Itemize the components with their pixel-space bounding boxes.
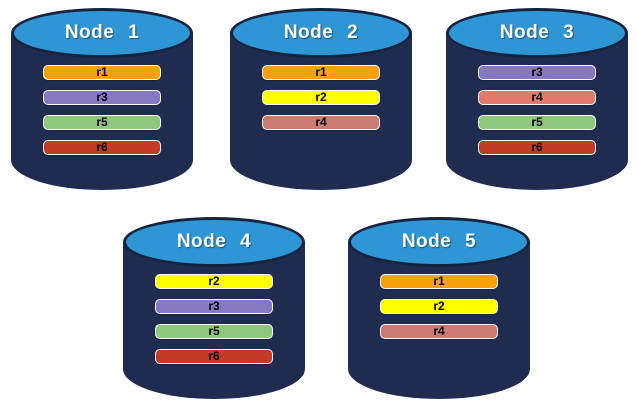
replica-bar: r2 <box>155 274 273 289</box>
cylinder-top: Node 3 <box>446 8 628 58</box>
replica-label: r3 <box>208 299 220 313</box>
node-cylinder: Node 5 r1 r2 r4 <box>348 217 530 399</box>
replica-bar: r3 <box>478 65 596 80</box>
cylinder-top: Node 5 <box>348 217 530 267</box>
node-label: Node 1 <box>64 22 140 43</box>
replica-bar: r6 <box>43 140 161 155</box>
replica-label: r6 <box>531 140 543 154</box>
replica-label: r4 <box>433 324 445 338</box>
replica-label: r1 <box>315 65 327 79</box>
cylinder-top: Node 4 <box>123 217 305 267</box>
replica-list: r1 r2 r4 <box>380 274 498 349</box>
replica-label: r2 <box>208 274 220 288</box>
replica-bar: r5 <box>43 115 161 130</box>
replica-bar: r3 <box>155 299 273 314</box>
cylinder-body <box>230 33 412 190</box>
replica-list: r3 r4 r5 r6 <box>478 65 596 165</box>
cylinder-body <box>11 33 193 190</box>
node-label: Node 5 <box>401 231 477 252</box>
replica-bar: r2 <box>380 299 498 314</box>
replica-bar: r1 <box>380 274 498 289</box>
replica-label: r1 <box>96 65 108 79</box>
replica-bar: r4 <box>478 90 596 105</box>
replica-label: r4 <box>531 90 543 104</box>
cylinder-top: Node 2 <box>230 8 412 58</box>
cylinder-body <box>348 242 530 399</box>
replica-list: r1 r2 r4 <box>262 65 380 140</box>
node-cylinder: Node 4 r2 r3 r5 r6 <box>123 217 305 399</box>
replica-label: r3 <box>96 90 108 104</box>
replica-bar: r3 <box>43 90 161 105</box>
replica-bar: r1 <box>43 65 161 80</box>
replica-label: r5 <box>208 324 220 338</box>
replica-list: r2 r3 r5 r6 <box>155 274 273 374</box>
cylinder-body <box>123 242 305 399</box>
replica-label: r6 <box>208 349 220 363</box>
replica-label: r6 <box>96 140 108 154</box>
replica-label: r5 <box>96 115 108 129</box>
replica-bar: r1 <box>262 65 380 80</box>
replica-label: r1 <box>433 274 445 288</box>
node-label: Node 4 <box>176 231 252 252</box>
replica-bar: r5 <box>155 324 273 339</box>
replica-list: r1 r3 r5 r6 <box>43 65 161 165</box>
node-cylinder: Node 1 r1 r3 r5 r6 <box>11 8 193 190</box>
replica-label: r4 <box>315 115 327 129</box>
replica-label: r2 <box>315 90 327 104</box>
replica-bar: r4 <box>262 115 380 130</box>
replica-label: r2 <box>433 299 445 313</box>
node-label: Node 3 <box>499 22 575 43</box>
node-cylinder: Node 2 r1 r2 r4 <box>230 8 412 190</box>
cylinder-top: Node 1 <box>11 8 193 58</box>
replica-bar: r2 <box>262 90 380 105</box>
replica-label: r3 <box>531 65 543 79</box>
node-label: Node 2 <box>283 22 359 43</box>
replica-bar: r4 <box>380 324 498 339</box>
cylinder-body <box>446 33 628 190</box>
node-cylinder: Node 3 r3 r4 r5 r6 <box>446 8 628 190</box>
replica-bar: r6 <box>155 349 273 364</box>
replica-bar: r6 <box>478 140 596 155</box>
replica-bar: r5 <box>478 115 596 130</box>
replica-label: r5 <box>531 115 543 129</box>
